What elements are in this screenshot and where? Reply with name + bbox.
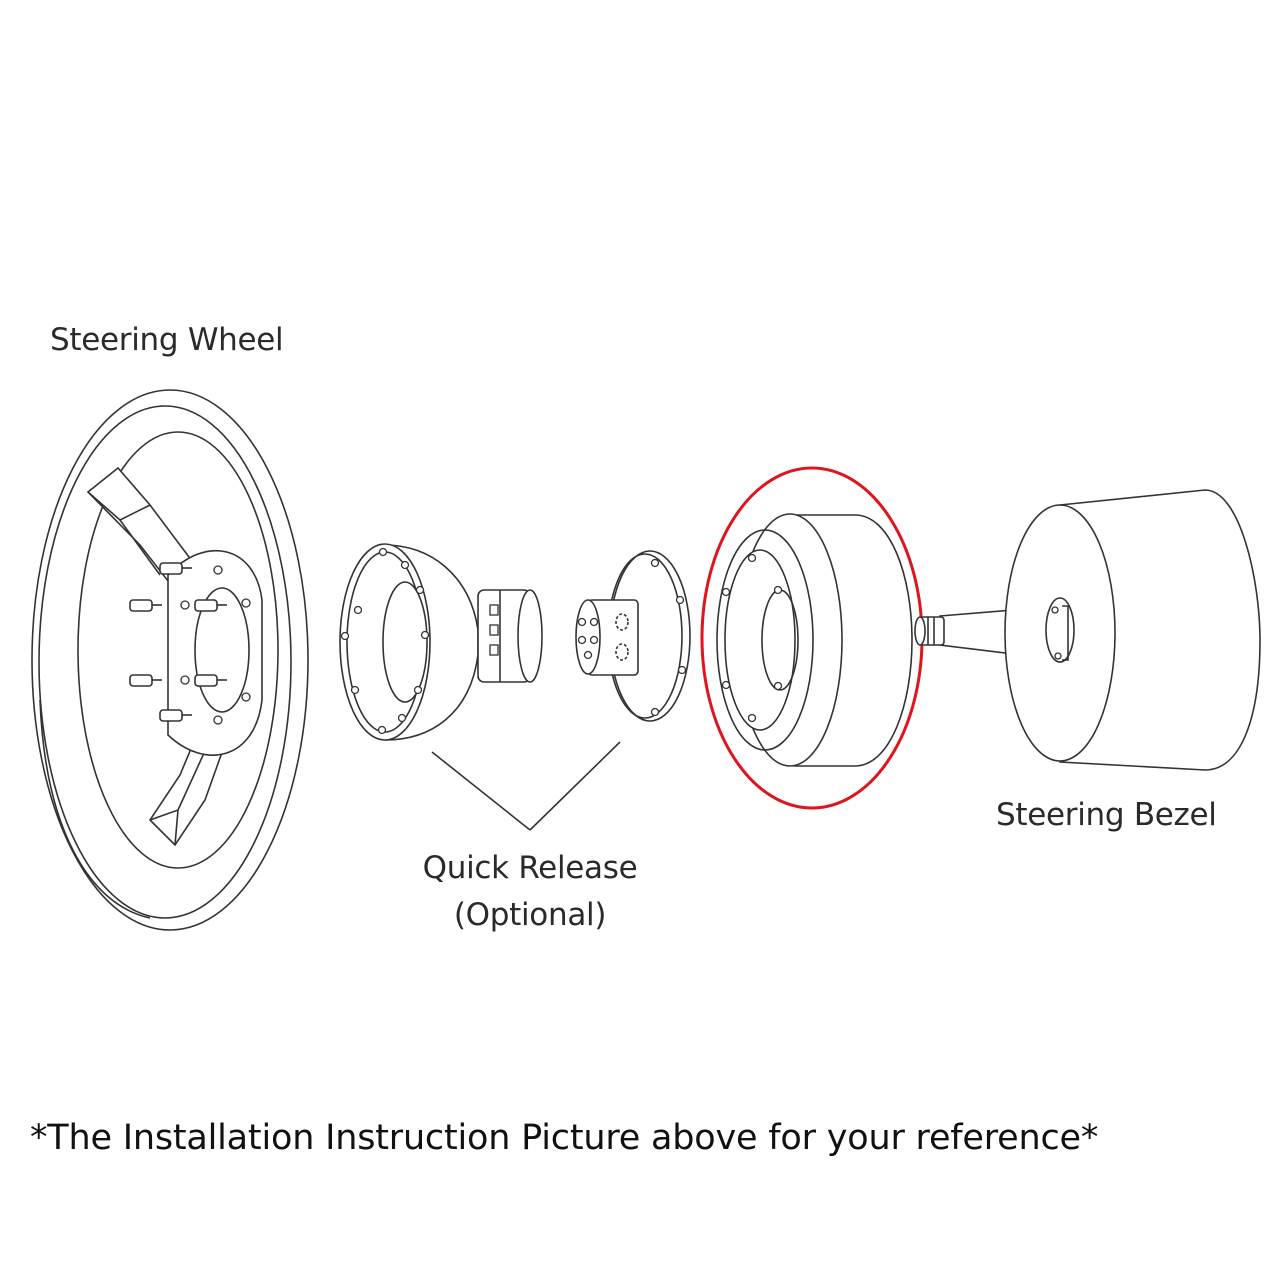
steering-bezel-label: Steering Bezel (996, 797, 1217, 833)
steering-bezel-part (1004, 489, 1261, 771)
quick-release-pointer-lines (431, 741, 621, 831)
reference-caption: *The Installation Instruction Picture ab… (30, 1118, 1099, 1158)
steering-wheel-part (31, 389, 309, 931)
quick-release-collar-part (339, 543, 543, 741)
quick-release-plate-part (575, 550, 691, 722)
bolt-icons (129, 562, 227, 722)
steering-wheel-label: Steering Wheel (50, 322, 284, 358)
quick-release-label-line1: Quick Release (422, 850, 638, 886)
hub-adapter-part (716, 513, 913, 767)
quick-release-label-line2: (Optional) (453, 897, 607, 933)
quick-release-label: Quick Release (Optional) (380, 845, 680, 939)
